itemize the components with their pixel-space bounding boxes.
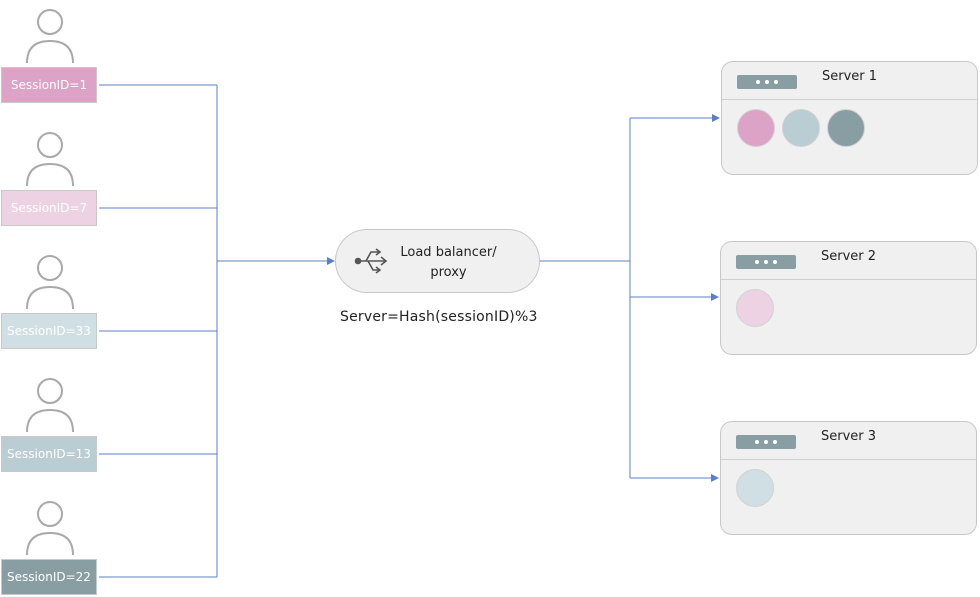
load-balancer-label-line1: Load balancer/	[400, 245, 497, 260]
server-name: Server 1	[822, 69, 878, 84]
person-icon	[26, 132, 74, 187]
session-label: SessionID=1	[1, 67, 97, 103]
person-icon	[26, 501, 74, 556]
server-titlebar	[737, 75, 797, 89]
session-label: SessionID=7	[1, 190, 97, 226]
window-dots-icon	[736, 435, 796, 449]
server-sessions	[737, 109, 865, 147]
server-sessions	[736, 289, 774, 327]
server-3: Server 3	[720, 421, 977, 535]
session-label: SessionID=22	[1, 559, 97, 595]
server-titlebar	[736, 435, 796, 449]
server-2: Server 2	[720, 241, 977, 355]
server-sessions	[736, 469, 774, 507]
session-circle-7	[736, 289, 774, 327]
session-circle-22	[827, 109, 865, 147]
hash-formula: Server=Hash(sessionID)%3	[340, 309, 538, 325]
session-label: SessionID=13	[1, 436, 97, 472]
load-balancer-node: Load balancer/ proxy	[335, 229, 540, 293]
server-divider	[722, 99, 977, 100]
session-label: SessionID=33	[1, 313, 97, 349]
person-icon	[26, 378, 74, 433]
person-icon	[26, 9, 74, 64]
server-name: Server 3	[821, 429, 877, 444]
server-divider	[721, 279, 976, 280]
server-1: Server 1	[721, 61, 978, 175]
person-icon	[26, 255, 74, 310]
server-name: Server 2	[821, 249, 877, 264]
load-balancer-label: Load balancer/ proxy	[396, 243, 501, 283]
server-titlebar	[736, 255, 796, 269]
server-divider	[721, 459, 976, 460]
usb-fork-icon	[354, 248, 388, 274]
session-circle-13	[782, 109, 820, 147]
session-circle-33	[736, 469, 774, 507]
window-dots-icon	[737, 75, 797, 89]
load-balancer-label-line2: proxy	[430, 265, 467, 280]
session-circle-1	[737, 109, 775, 147]
window-dots-icon	[736, 255, 796, 269]
